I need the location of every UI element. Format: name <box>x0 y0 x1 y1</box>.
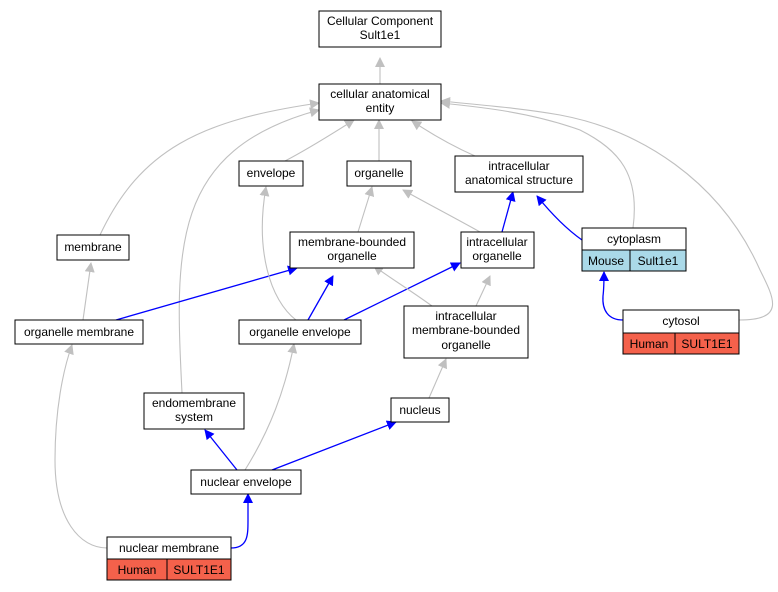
node-nucleus[interactable]: nucleus <box>390 397 450 423</box>
edge-cytoplasm-to-ias <box>536 195 583 241</box>
node-label-line1: Cellular Component <box>327 14 434 28</box>
node-label: organelle <box>354 166 404 180</box>
node-label-line2: system <box>175 410 213 424</box>
node-label: nuclear membrane <box>119 541 219 555</box>
node-label: organelle envelope <box>249 325 351 339</box>
node-label: envelope <box>247 166 296 180</box>
node-organelle[interactable]: organelle <box>346 160 412 187</box>
node-label-line1: cellular anatomical <box>330 87 429 101</box>
node-label-line1: membrane-bounded <box>298 235 406 249</box>
edge-oe-to-mbo <box>307 275 334 321</box>
nodes: Cellular Component Sult1e1 cellular anat… <box>14 10 740 581</box>
node-label-line1: endomembrane <box>152 396 236 410</box>
edge-cytosol-to-cae <box>440 96 774 321</box>
edge-io-to-ias <box>501 191 516 233</box>
edge-imbo-to-io <box>475 275 491 307</box>
edge-om-to-membrane <box>82 262 95 321</box>
species-cell-human: Human <box>106 558 168 581</box>
node-label: nucleus <box>399 403 440 417</box>
edge-oe-to-io <box>343 262 461 321</box>
node-intracellular-anatomical-structure[interactable]: intracellular anatomical structure <box>454 155 584 193</box>
node-label-line1: intracellular <box>488 159 549 173</box>
gene-cell: Sult1e1 <box>629 249 687 272</box>
node-intracellular-membrane-bounded-organelle[interactable]: intracellular membrane-bounded organelle <box>403 305 529 359</box>
node-endomembrane-system[interactable]: endomembrane system <box>143 392 245 430</box>
edge-io-to-organelle <box>402 189 481 233</box>
edges <box>54 57 774 549</box>
edge-ne-to-es <box>204 429 238 471</box>
edge-cytoplasm-to-cae <box>440 98 635 229</box>
node-nuclear-envelope[interactable]: nuclear envelope <box>190 469 302 495</box>
node-label-line2: entity <box>366 101 395 115</box>
species-label: Human <box>118 563 157 577</box>
node-organelle-envelope[interactable]: organelle envelope <box>238 319 362 345</box>
gene-cell: SULT1E1 <box>674 332 740 355</box>
node-membrane-bounded-organelle[interactable]: membrane-bounded organelle <box>289 231 415 269</box>
edge-envelope-to-cae <box>284 119 355 162</box>
node-label: cytosol <box>662 314 699 328</box>
node-label-line3: organelle <box>441 338 491 352</box>
node-label-line1: intracellular <box>435 309 496 323</box>
node-label: membrane <box>64 240 122 254</box>
species-label: Human <box>630 337 669 351</box>
edge-nucleus-to-imbo <box>428 358 447 399</box>
edge-imbo-to-mbo <box>373 265 433 307</box>
node-cellular-component-root[interactable]: Cellular Component Sult1e1 <box>318 10 442 48</box>
gene-label: SULT1E1 <box>681 337 732 351</box>
species-cell-mouse: Mouse <box>581 249 631 272</box>
node-label-line1: intracellular <box>466 235 527 249</box>
edge-ias-to-cae <box>411 120 476 157</box>
edge-membrane-to-cae <box>99 99 320 236</box>
node-label: organelle membrane <box>24 325 134 339</box>
edge-endomembrane-to-cae <box>178 107 320 394</box>
node-label: nuclear envelope <box>200 475 292 489</box>
edge-ne-to-nucleus <box>271 420 397 471</box>
edge-nm-to-ne <box>230 493 253 549</box>
edge-mbo-to-organelle <box>357 186 375 233</box>
edge-nm-to-om <box>54 344 108 549</box>
node-nuclear-membrane[interactable]: nuclear membrane Human SULT1E1 <box>106 536 232 581</box>
species-label: Mouse <box>588 254 624 268</box>
node-cytoplasm[interactable]: cytoplasm Mouse Sult1e1 <box>581 227 687 272</box>
node-label-line2: organelle <box>472 249 522 263</box>
node-cytosol[interactable]: cytosol Human SULT1E1 <box>622 309 740 355</box>
gene-cell: SULT1E1 <box>166 558 232 581</box>
edge-cytosol-to-cytoplasm <box>598 271 624 321</box>
node-label-line2: membrane-bounded <box>412 323 520 337</box>
edge-oe-to-envelope <box>259 186 297 321</box>
species-cell-human: Human <box>622 332 676 355</box>
edge-ne-to-oe <box>244 343 298 471</box>
node-label-line2: organelle <box>327 249 377 263</box>
node-envelope[interactable]: envelope <box>238 160 304 187</box>
node-membrane[interactable]: membrane <box>56 234 130 261</box>
node-label-line2: Sult1e1 <box>360 28 401 42</box>
node-cellular-anatomical-entity[interactable]: cellular anatomical entity <box>318 83 442 121</box>
node-intracellular-organelle[interactable]: intracellular organelle <box>460 231 535 269</box>
node-label: cytoplasm <box>607 232 661 246</box>
gene-label: SULT1E1 <box>173 563 224 577</box>
edge-om-to-mbo <box>115 265 298 321</box>
node-label-line2: anatomical structure <box>465 173 573 187</box>
gene-label: Sult1e1 <box>638 254 679 268</box>
node-organelle-membrane[interactable]: organelle membrane <box>14 319 144 345</box>
